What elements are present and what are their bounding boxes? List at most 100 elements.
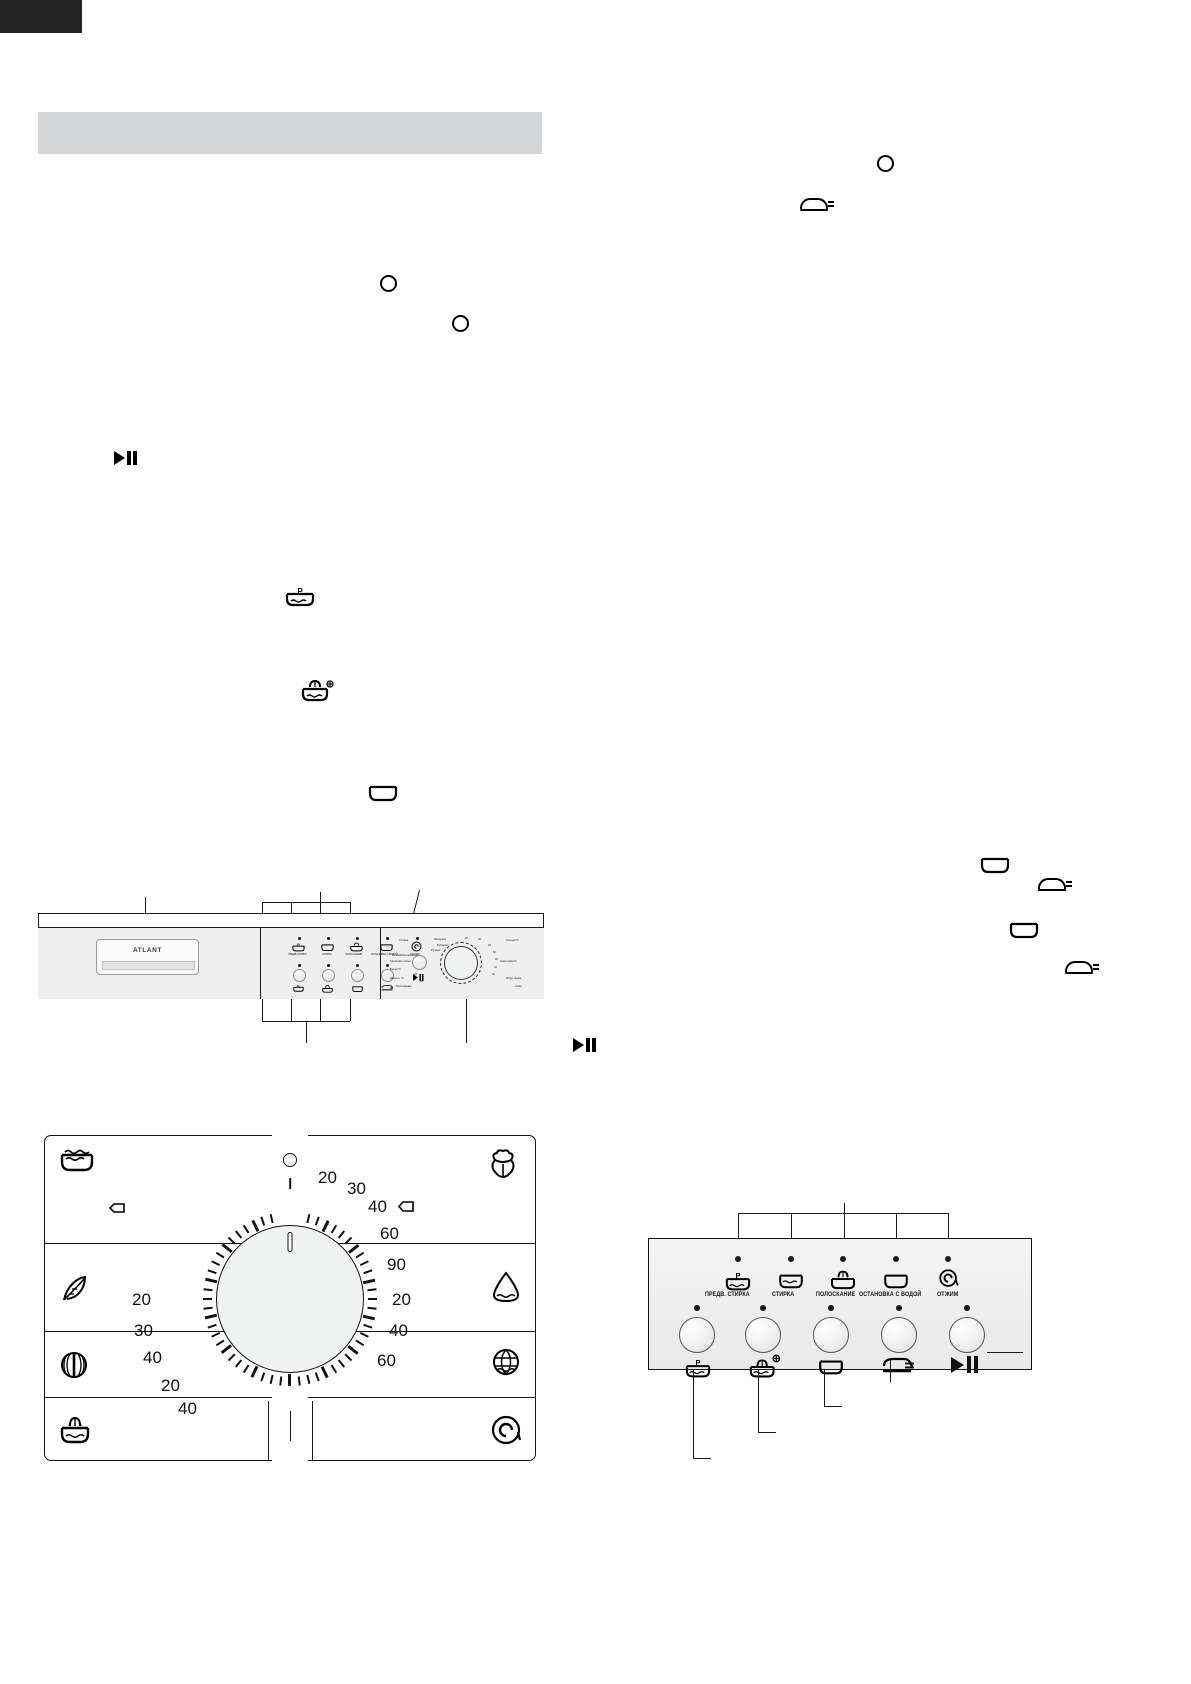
leader-line — [268, 1401, 269, 1461]
svg-text:P: P — [696, 1358, 701, 1367]
panel-divider — [380, 927, 381, 999]
prewash-tub-icon: P — [725, 1270, 751, 1291]
leader-line — [693, 1458, 711, 1459]
program-cell-wash — [44, 1135, 272, 1243]
tub-icon — [778, 1272, 804, 1295]
play-pause-icon — [114, 451, 137, 465]
start-pause-button[interactable] — [949, 1317, 985, 1353]
tub-icon — [1009, 920, 1039, 945]
temperature-tick: 30 — [134, 1321, 153, 1340]
button-led — [386, 964, 390, 968]
brand-logo: ATLANT — [132, 947, 163, 954]
stop-with-water-button[interactable] — [813, 1317, 849, 1353]
rinse-basket-icon — [59, 1414, 91, 1446]
program-label: Удаление пятен — [390, 959, 411, 963]
rinse-button[interactable] — [322, 969, 335, 982]
temperature-tick: 60 — [377, 1351, 396, 1370]
rinse-tub-icon — [830, 1268, 856, 1295]
easy-iron-button[interactable] — [881, 1317, 917, 1353]
leader-line — [291, 999, 292, 1021]
temperature-tick: 60 — [380, 1224, 399, 1243]
rinse-tub-icon — [322, 984, 333, 995]
temperature-tick: 30 — [478, 938, 481, 941]
temperature-tick: 40 — [368, 1197, 387, 1216]
program-dial-ring — [439, 941, 482, 984]
prewash-button[interactable] — [679, 1317, 715, 1353]
leader-line — [738, 1213, 739, 1238]
circle-icon — [380, 275, 397, 292]
knob-pointer — [287, 1232, 293, 1252]
button-led — [356, 964, 360, 968]
indicator-label: ПОЛОСКАНИЕ — [345, 953, 363, 956]
indicator-led — [298, 937, 302, 941]
leader-line — [896, 1213, 897, 1238]
indicator-led — [788, 1256, 794, 1262]
delicate-bar-icon — [396, 1199, 416, 1217]
program-cell-spin — [308, 1397, 536, 1461]
svg-text:P: P — [297, 984, 300, 988]
page-corner-block — [0, 0, 82, 33]
button-led — [694, 1305, 700, 1311]
program-selector-region[interactable]: Стирка Экспресс Рубашки Ручная Отжим/Пол… — [388, 935, 533, 990]
temperature-tick: 30 — [347, 1179, 366, 1198]
temperature-tick: 20 — [414, 973, 417, 976]
spin-spiral-icon — [939, 1269, 959, 1294]
iron-icon — [381, 984, 394, 995]
button-led — [896, 1305, 902, 1311]
tub-icon — [980, 855, 1010, 880]
leader-line — [844, 1203, 845, 1238]
circle-icon — [452, 315, 469, 332]
temperature-tick: 20 — [318, 1168, 337, 1187]
tub-icon — [352, 985, 363, 995]
start-pause-button[interactable] — [412, 955, 427, 970]
program-label: Ручная — [431, 948, 441, 952]
leader-line — [824, 1406, 842, 1407]
indicator-label: СТИРКА — [322, 953, 332, 956]
program-label: Стирка — [399, 938, 409, 942]
temperature-tick: 40 — [389, 1321, 408, 1340]
prewash-tub-icon: P — [292, 942, 305, 954]
indicator-label: ОТЖИМ — [410, 953, 420, 956]
temperature-tick: 40 — [488, 944, 491, 947]
indicator-led — [945, 1256, 951, 1262]
detergent-drawer[interactable]: ATLANT — [96, 939, 199, 975]
rinse-plus-button[interactable] — [745, 1317, 781, 1353]
wool-sweater-icon — [490, 1346, 522, 1383]
prewash-button[interactable] — [293, 969, 306, 982]
leader-line — [290, 1411, 291, 1441]
temperature-tick: 20 — [161, 1376, 180, 1395]
program-selector-knob[interactable] — [216, 1225, 364, 1373]
stop-water-tub-icon — [883, 1272, 909, 1295]
leader-bracket — [738, 1213, 948, 1214]
leader-line — [987, 1352, 1023, 1353]
easy-iron-button[interactable] — [381, 969, 394, 982]
iron-icon — [1065, 958, 1099, 978]
figure-program-dial: 20 30 40 60 90 20 40 60 20 30 40 20 40 — [44, 1135, 536, 1461]
play-pause-icon — [573, 1038, 596, 1052]
indicator-label: ПРЕДВ.СТИРКА — [288, 953, 307, 956]
wool-ball-icon — [59, 1350, 89, 1380]
button-led — [964, 1305, 970, 1311]
leader-line — [693, 1370, 694, 1458]
leader-line — [791, 1213, 792, 1238]
program-cell-wool — [44, 1331, 272, 1397]
program-label: Полоскание — [396, 984, 412, 988]
reference-dot — [283, 1153, 297, 1167]
leader-line — [758, 1432, 776, 1433]
button-led — [828, 1305, 834, 1311]
spin-icon — [411, 941, 422, 954]
prewash-tub-icon: P — [685, 1357, 711, 1384]
button-led — [760, 1305, 766, 1311]
heading-bar — [38, 112, 542, 154]
temperature-tick: 60 — [493, 951, 496, 954]
program-label: Хлопок°C — [506, 938, 519, 942]
leader-line — [350, 999, 351, 1021]
stop-water-tub-icon — [380, 943, 393, 954]
stop-water-button[interactable] — [351, 969, 364, 982]
leader-line — [306, 1021, 307, 1043]
program-label: Синтетика°C — [500, 959, 517, 963]
program-label: Отжим/Полоскание — [392, 953, 418, 957]
indicator-label: ОСТАНОВКА С ВОДОЙ — [859, 1291, 922, 1299]
cotton-flower-icon — [486, 1148, 520, 1180]
program-dial-knob[interactable] — [443, 945, 478, 980]
